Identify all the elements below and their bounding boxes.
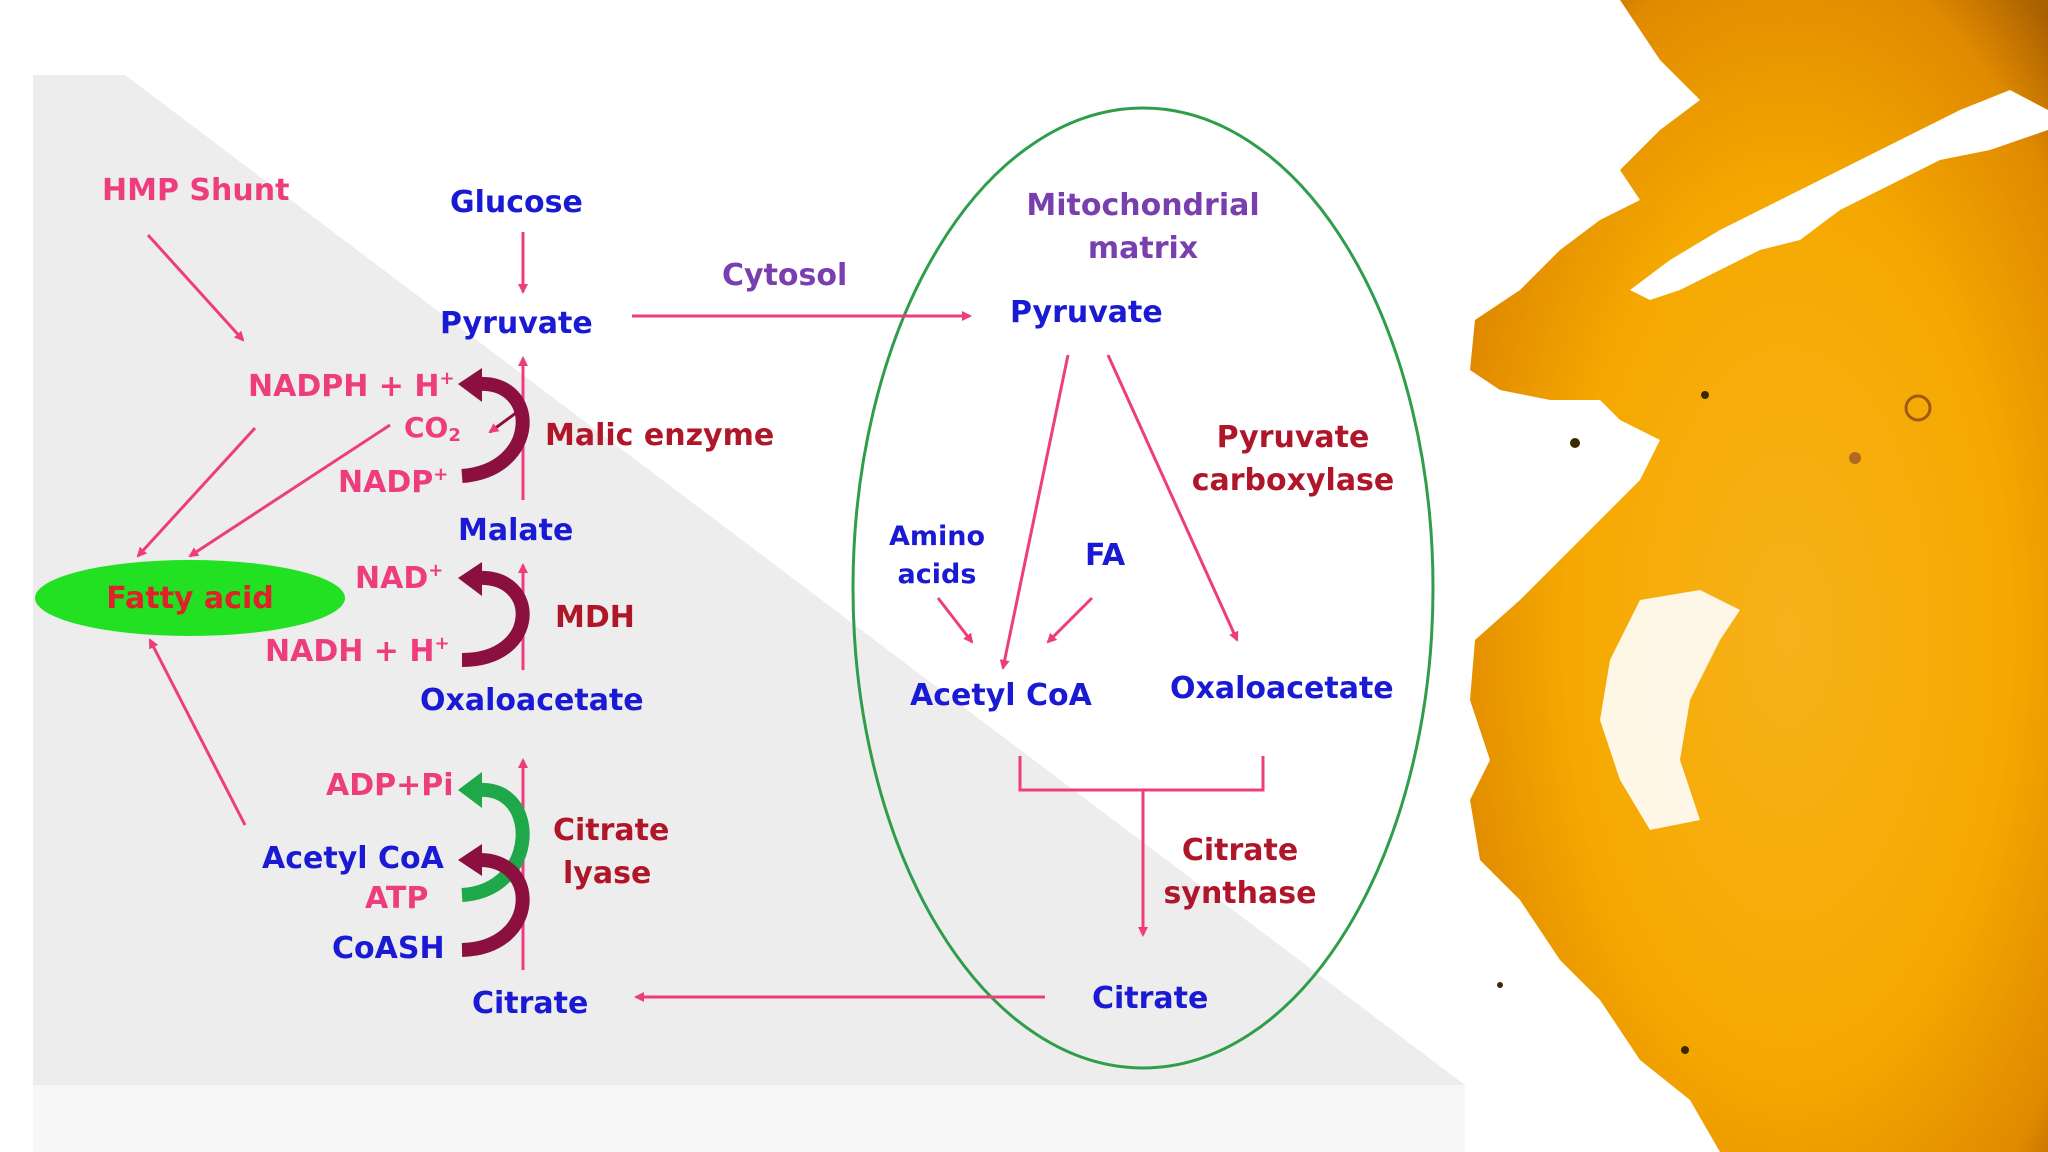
pyruvate-cytosol-label: Pyruvate (440, 306, 593, 341)
arrow-hmp-to-nadph (146, 233, 245, 342)
nadh-label: NADH + H+ (265, 633, 450, 669)
paint-splash-decoration (1470, 0, 2048, 1152)
malate-label: Malate (458, 513, 573, 548)
mitochondrial-label-1: Mitochondrial (1026, 188, 1259, 223)
fa-label: FA (1085, 538, 1126, 573)
citrate-synthase-label-1: Citrate (1182, 833, 1298, 868)
atp-label: ATP (365, 881, 428, 916)
hmp-shunt-label: HMP Shunt (102, 173, 289, 208)
pyruvate-mito-label: Pyruvate (1010, 295, 1163, 330)
acetyl-coa-cytosol-label: Acetyl CoA (262, 841, 445, 876)
oxaloacetate-mito-label: Oxaloacetate (1170, 671, 1394, 706)
coash-label: CoASH (332, 931, 445, 966)
fatty-acid-bubble (35, 560, 345, 636)
arrow-nadph-to-fatty-acid (136, 426, 257, 558)
nadh-to-nad-curve (461, 570, 530, 667)
citrate-cytosol-label: Citrate (472, 986, 588, 1021)
nadp-to-nadph-curve (461, 376, 530, 483)
coash-to-acetylcoa-curve (461, 852, 530, 957)
acetyl-coa-mito-label: Acetyl CoA (910, 678, 1093, 713)
nadp-label: NADP+ (338, 464, 448, 500)
mitochondrial-label-2: matrix (1088, 231, 1198, 266)
glucose-label: Glucose (450, 185, 583, 220)
nadph-label: NADPH + H+ (248, 368, 455, 404)
citrate-lyase-label-1: Citrate (553, 813, 669, 848)
citrate-synthase-label-2: synthase (1164, 876, 1317, 911)
arrow-pyruvate-to-acetylcoa (999, 354, 1070, 670)
amino-acids-label-2: acids (898, 559, 977, 590)
arrow-pyruvate-to-oaa (1106, 354, 1239, 642)
background-wedge (33, 75, 1465, 1085)
adp-pi-label: ADP+Pi (326, 768, 454, 803)
arrow-nadph2-to-fatty-acid (188, 423, 391, 558)
mdh-label: MDH (555, 600, 635, 635)
citrate-mito-label: Citrate (1092, 981, 1208, 1016)
mitochondrial-membrane (851, 106, 1435, 1070)
co2-release-arrow (488, 408, 521, 434)
amino-acids-label-1: Amino (889, 521, 985, 552)
nad-label: NAD+ (355, 560, 443, 596)
arrow-fa-to-acetylcoa (1046, 596, 1094, 644)
cytosol-label: Cytosol (722, 258, 847, 293)
background-band (33, 1085, 1465, 1152)
co2-label: CO2 (404, 411, 461, 446)
atp-to-adp-curve (461, 782, 530, 902)
pyruvate-carboxylase-label-1: Pyruvate (1217, 420, 1370, 455)
pyruvate-carboxylase-label-2: carboxylase (1192, 463, 1395, 498)
fatty-acid-label: Fatty acid (106, 581, 273, 616)
arrow-acetylcoa-to-fatty-acid (148, 638, 247, 826)
malic-enzyme-label: Malic enzyme (545, 418, 774, 453)
citrate-lyase-label-2: lyase (563, 856, 651, 891)
oxaloacetate-cytosol-label: Oxaloacetate (420, 683, 644, 718)
arrow-aminoacids-to-acetylcoa (936, 597, 974, 644)
